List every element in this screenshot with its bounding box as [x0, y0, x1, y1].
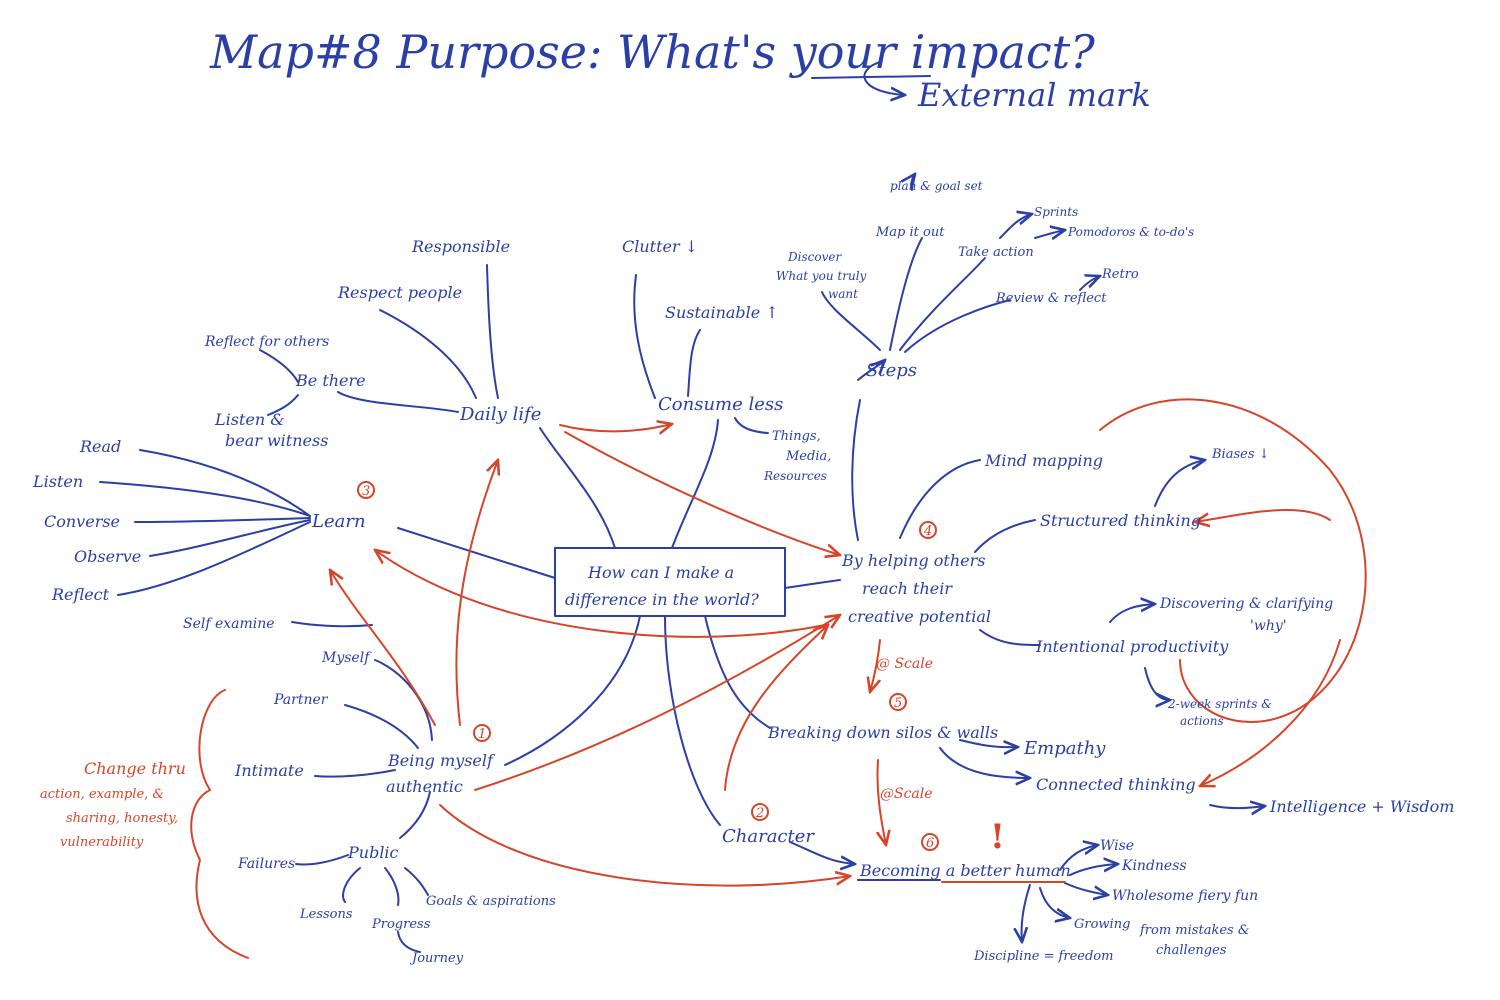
node-being-myself-line2: authentic	[386, 777, 463, 796]
center-question-line1: How can I make a	[587, 563, 734, 582]
node-two-week-line2: actions	[1180, 714, 1224, 728]
node-goals-aspirations: Goals & aspirations	[426, 894, 556, 909]
node-partner: Partner	[273, 692, 329, 708]
node-discover-line3: want	[828, 287, 858, 301]
node-growing-line3: challenges	[1156, 943, 1227, 958]
node-clutter: Clutter ↓	[622, 237, 698, 256]
node-two-week-line1: 2-week sprints &	[1167, 697, 1272, 711]
node-helping-line1: By helping others	[841, 551, 985, 570]
node-listen-line1: Listen &	[214, 410, 284, 429]
node-read: Read	[79, 437, 121, 456]
change-note-line4: vulnerability	[60, 835, 144, 850]
number-badge-2: 2	[751, 803, 769, 821]
node-self-examine: Self examine	[183, 616, 275, 632]
label-at-scale-1: @ Scale	[876, 656, 933, 672]
node-resources: Resources	[763, 469, 827, 483]
node-lessons: Lessons	[299, 907, 353, 922]
node-helping-line2: reach their	[862, 579, 953, 598]
svg-text:2: 2	[755, 806, 764, 821]
node-map-it-out: Map it out	[875, 225, 945, 240]
node-failures: Failures	[237, 856, 295, 872]
node-respect-people: Respect people	[337, 283, 462, 302]
svg-text:1: 1	[478, 727, 486, 742]
node-discovering-line2: 'why'	[1250, 618, 1287, 634]
node-mind-mapping: Mind mapping	[984, 451, 1103, 470]
svg-text:5: 5	[894, 696, 902, 711]
node-sprints: Sprints	[1034, 205, 1078, 219]
node-things: Things,	[772, 429, 821, 444]
node-discipline-freedom: Discipline = freedom	[973, 949, 1113, 964]
node-connected-thinking: Connected thinking	[1036, 775, 1196, 794]
node-sustainable: Sustainable ↑	[665, 303, 779, 322]
node-biases: Biases ↓	[1211, 447, 1270, 462]
svg-text:6: 6	[926, 836, 934, 851]
change-note-line2: action, example, &	[40, 787, 164, 802]
exclamation-mark: !	[990, 817, 1005, 857]
node-take-action: Take action	[958, 245, 1034, 260]
center-box	[554, 547, 786, 617]
title-arrow	[863, 61, 905, 95]
change-note-line3: sharing, honesty,	[66, 811, 178, 826]
map-title: Map#8 Purpose: What's your impact?	[209, 25, 1095, 79]
svg-text:3: 3	[362, 484, 370, 499]
node-listen-line2: bear witness	[225, 431, 328, 450]
node-structured-thinking: Structured thinking	[1040, 511, 1201, 530]
node-kindness: Kindness	[1121, 858, 1187, 874]
node-daily-life: Daily life	[459, 404, 541, 425]
node-reflect-for-others: Reflect for others	[204, 334, 329, 350]
change-note-line1: Change thru	[84, 759, 186, 778]
node-steps: Steps	[866, 360, 917, 381]
node-responsible: Responsible	[411, 237, 510, 256]
node-empathy: Empathy	[1023, 738, 1106, 759]
node-character: Character	[722, 826, 815, 847]
node-reflect: Reflect	[51, 585, 110, 604]
node-intelligence-wisdom: Intelligence + Wisdom	[1269, 797, 1454, 816]
node-learn: Learn	[311, 511, 366, 532]
label-at-scale-2: @Scale	[880, 786, 933, 802]
node-media: Media,	[785, 449, 831, 464]
node-discover-line1: Discover	[787, 250, 842, 264]
node-discover-line2: What you truly	[776, 269, 867, 283]
node-consume-less: Consume less	[658, 394, 783, 415]
number-badge-5: 5	[889, 693, 907, 711]
node-being-myself-line1: Being myself	[387, 751, 496, 770]
node-progress: Progress	[371, 917, 431, 932]
number-badge-1: 1	[473, 724, 491, 742]
node-intentional-productivity: Intentional productivity	[1035, 637, 1229, 656]
node-better-human: Becoming a better human	[859, 861, 1071, 880]
node-review-reflect: Review & reflect	[995, 291, 1107, 306]
node-pomodoros: Pomodoros & to-do's	[1067, 225, 1194, 239]
red-connectors	[190, 398, 1367, 959]
node-journey: Journey	[409, 951, 464, 966]
node-plan-goal-set: plan & goal set	[890, 179, 983, 193]
node-retro: Retro	[1101, 267, 1139, 282]
blue-connectors	[99, 174, 1265, 953]
center-question-line2: difference in the world?	[565, 590, 759, 609]
node-observe: Observe	[74, 547, 141, 566]
node-listen: Listen	[32, 472, 83, 491]
node-discovering-line1: Discovering & clarifying	[1159, 596, 1333, 612]
node-breaking-down: Breaking down silos & walls	[767, 723, 998, 742]
node-helping-line3: creative potential	[848, 607, 991, 626]
node-wise: Wise	[1100, 838, 1134, 854]
node-growing-line2: from mistakes &	[1139, 923, 1249, 938]
node-wholesome: Wholesome fiery fun	[1112, 888, 1258, 904]
change-bracket	[190, 689, 249, 959]
number-badge-4: 4	[919, 521, 937, 539]
node-intimate: Intimate	[234, 761, 304, 780]
node-public: Public	[347, 843, 399, 862]
number-badge-3: 3	[357, 481, 375, 499]
node-myself: Myself	[321, 650, 372, 666]
node-growing-line1: Growing	[1074, 917, 1130, 932]
number-badge-6: 6	[921, 833, 939, 851]
node-converse: Converse	[44, 512, 120, 531]
svg-text:4: 4	[923, 524, 932, 539]
map-subtitle: External mark	[917, 76, 1151, 114]
node-be-there: Be there	[295, 371, 366, 390]
title-underline	[811, 75, 931, 79]
